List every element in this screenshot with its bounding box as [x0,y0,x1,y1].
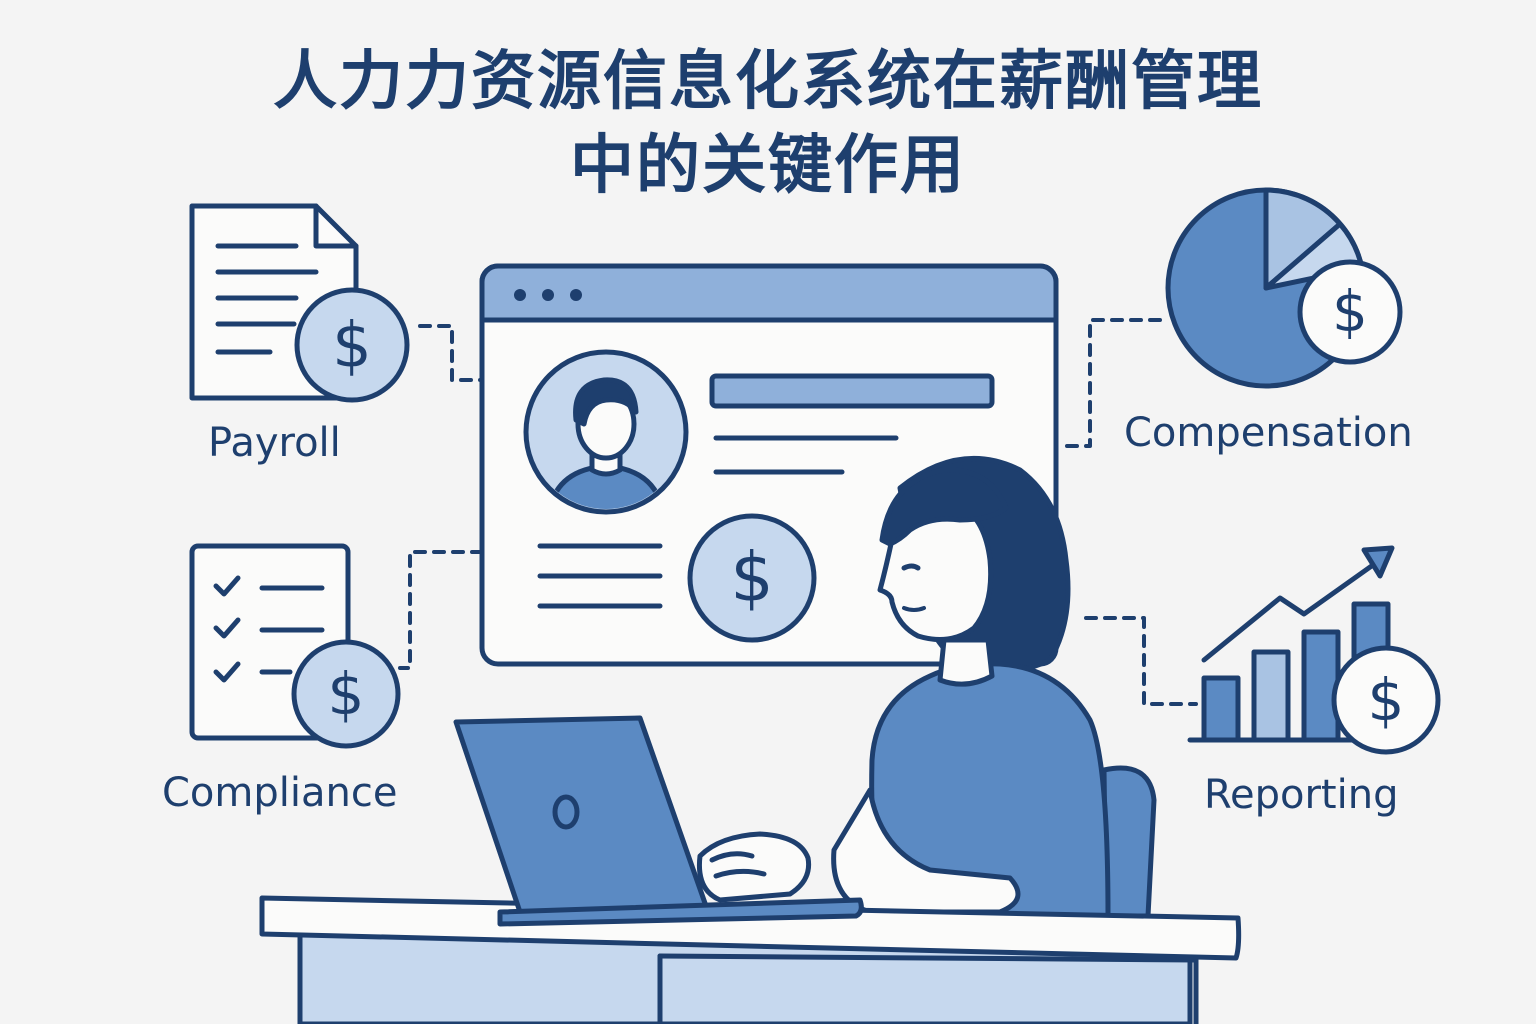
compliance-label: Compliance [162,770,398,816]
payroll-label: Payroll [208,420,341,466]
reporting-label: Reporting [1204,772,1399,818]
avatar-icon [523,349,689,515]
dollar-coin-icon: $ [1331,645,1441,755]
person-icon [831,456,1111,919]
compensation-label: Compensation [1124,410,1413,456]
svg-text:$: $ [730,539,773,618]
checklist-dollar-icon: $ [189,543,401,749]
title-line-1: 人力力资源信息化系统在薪酬管理 [273,45,1263,119]
chair-icon [1101,765,1157,919]
connector-lines [398,318,1198,706]
page-title: 人力力资源信息化系统在薪酬管理 中的关键作用 [0,40,1536,208]
dollar-coin-icon: $ [1297,259,1403,365]
title-line-2: 中的关键作用 [570,129,966,203]
dollar-coin-icon: $ [687,513,817,643]
svg-text:$: $ [1368,666,1405,734]
pie-chart-dollar-icon: $ [1165,187,1403,389]
document-dollar-icon: $ [189,203,410,403]
dollar-coin-icon: $ [294,287,410,403]
svg-text:$: $ [332,309,371,382]
svg-text:$: $ [1332,280,1368,345]
bar-chart-dollar-icon: $ [1187,545,1441,755]
svg-text:$: $ [328,660,365,728]
dollar-coin-icon: $ [291,639,401,749]
laptop-icon [453,715,864,927]
